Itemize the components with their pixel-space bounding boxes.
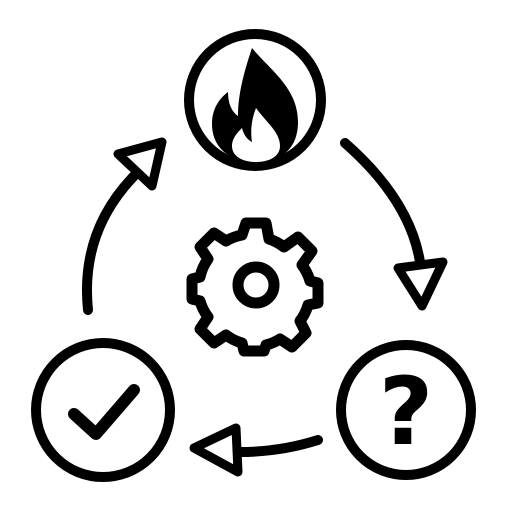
check-node xyxy=(31,338,175,482)
cycle-arrow-icon xyxy=(340,138,448,311)
question-mark-icon: ? xyxy=(379,358,434,467)
question-node: ? xyxy=(336,340,476,480)
flame-node xyxy=(184,29,326,171)
cycle-arrow-icon xyxy=(189,423,323,477)
checkmark-icon xyxy=(68,384,140,440)
flame-node-circle xyxy=(184,29,326,171)
cycle-arrow-icon xyxy=(82,137,167,315)
check-node-circle xyxy=(31,338,175,482)
cycle-arrows xyxy=(82,137,448,477)
question-node-circle xyxy=(336,340,476,480)
gear-icon xyxy=(186,217,324,357)
flame-icon xyxy=(212,48,298,162)
